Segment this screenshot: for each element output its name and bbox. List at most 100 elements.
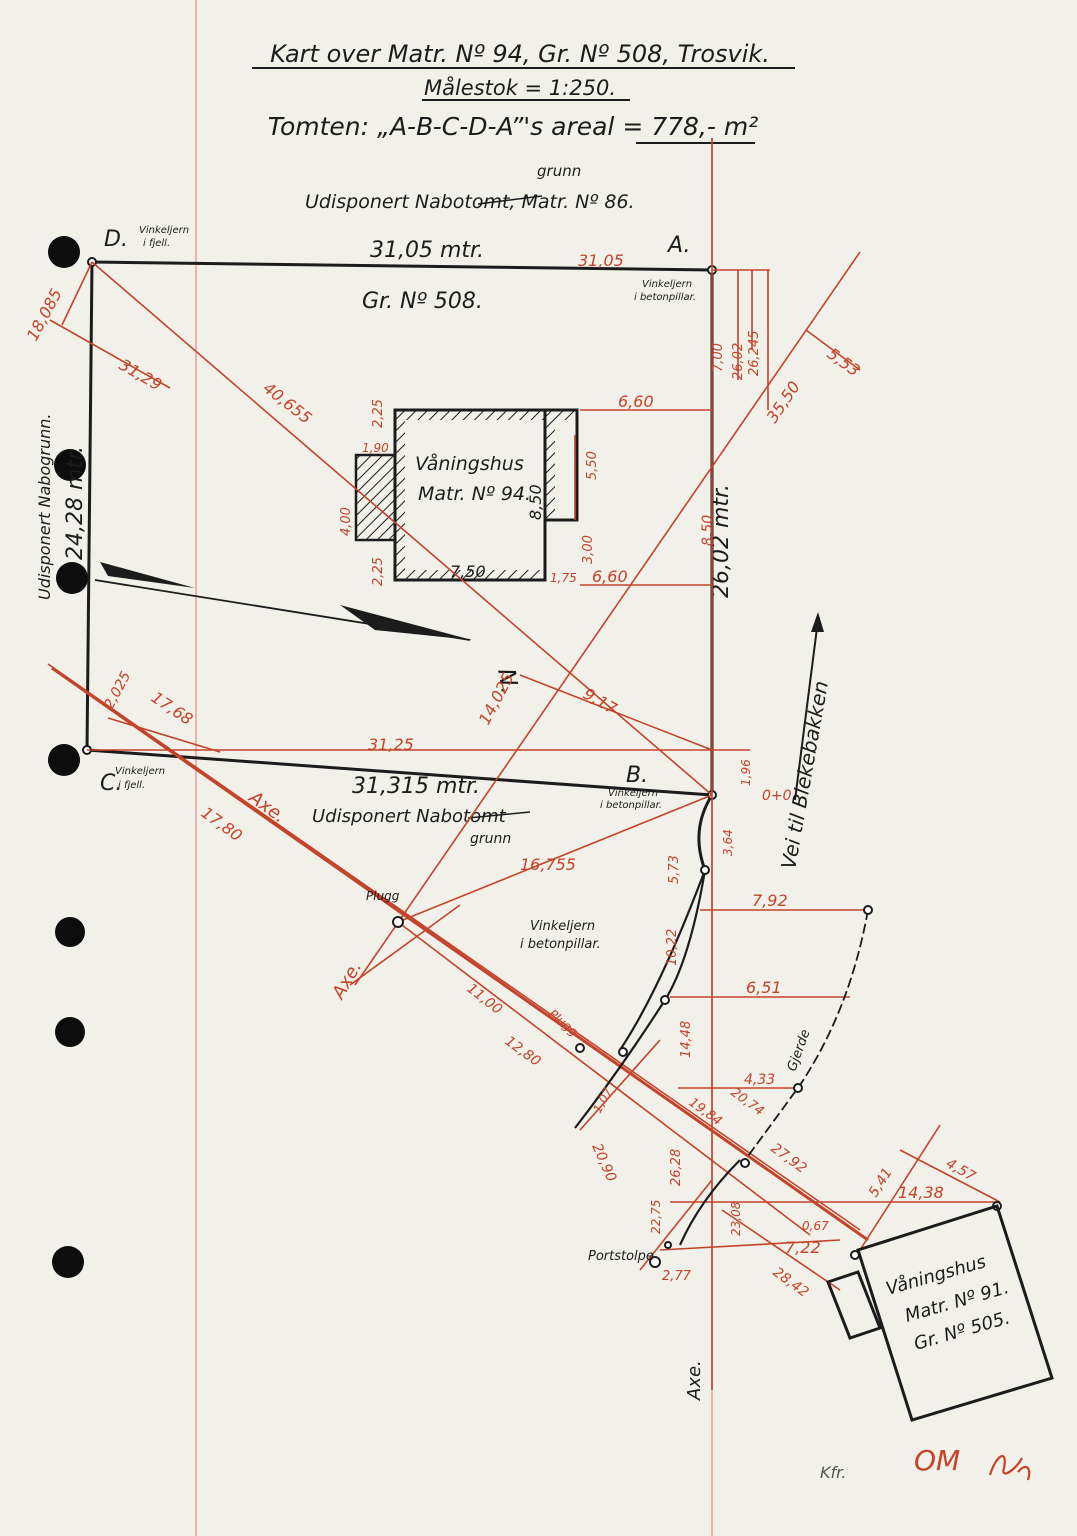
dim-7-00: 7,00	[711, 343, 726, 372]
dim-23-08: 23,08	[729, 1201, 743, 1236]
dim-27-92: 27,92	[768, 1140, 810, 1177]
dim-14-48: 14,48	[679, 1021, 694, 1058]
title-line-1: Kart over Matr. Nº 94, Gr. Nº 508, Trosv…	[270, 40, 770, 68]
corner-A-note-2: i betonpillar.	[634, 292, 696, 303]
footer-initials: OM	[914, 1444, 960, 1477]
dim-1-96: 1,96	[739, 759, 753, 786]
portstolpe-label: Portstolpe	[588, 1249, 654, 1264]
north-arrow-label: N.	[492, 666, 524, 696]
dim-17-80: 17,80	[198, 803, 246, 845]
o-plus-0-label: 0+0	[762, 788, 792, 804]
title-block: Kart over Matr. Nº 94, Gr. Nº 508, Trosv…	[252, 40, 795, 144]
axe-bottom-label: Axe.	[684, 1360, 705, 1401]
dim-20-90: 20,90	[588, 1141, 619, 1184]
dim-2-77: 2,77	[662, 1269, 692, 1284]
parcel-label: Gr. Nº 508.	[362, 289, 483, 314]
dim-40-655: 40,655	[260, 378, 316, 427]
corner-C-note-1: Vinkeljern	[115, 766, 165, 777]
dim-5-53: 5,53	[824, 344, 864, 380]
dim-bottom-length: 31,315 mtr.	[352, 774, 480, 799]
dim-10-22: 10,22	[665, 929, 680, 966]
dim-3-00: 3,00	[581, 535, 596, 564]
dim-2-25-top: 2,25	[371, 399, 386, 428]
road-curve	[574, 869, 741, 1246]
house-94: Våningshus Matr. Nº 94.	[354, 408, 579, 582]
footer-kfr: Kfr.	[820, 1463, 846, 1482]
dim-0-67: 0,67	[802, 1219, 829, 1233]
dim-6-60-bottom: 6,60	[592, 567, 628, 586]
dim-3-64: 3,64	[721, 829, 735, 856]
north-arrow	[94, 562, 472, 641]
north-neighbor-correction: grunn	[537, 162, 581, 180]
footer-signature	[988, 1455, 1031, 1481]
dim-left-length: 24,28 mtr.	[63, 446, 88, 560]
corner-B-note-2: i betonpillar.	[600, 800, 662, 811]
corner-D-note-2: i fjell.	[143, 238, 170, 249]
south-neighbor-label: Udisponert Nabotomt	[312, 806, 507, 827]
title-area: Tomten: „A-B-C-D-A”'s areal = 778,- m²	[268, 112, 758, 141]
dim-1-90: 1,90	[362, 441, 389, 455]
dim-7-92: 7,92	[752, 891, 788, 910]
axe-lower-label: Axe.	[328, 958, 367, 1004]
corner-B-note-1: Vinkeljern	[608, 788, 658, 799]
dim-11-00: 11,00	[464, 981, 506, 1018]
dim-26-28: 26,28	[669, 1149, 684, 1186]
plugg-label: Plugg	[366, 889, 400, 903]
corner-A-note-1: Vinkeljern	[642, 279, 692, 290]
dim-31-25: 31,25	[368, 735, 414, 754]
corner-C-label: C.	[100, 771, 122, 796]
corner-D-note-1: Vinkeljern	[139, 225, 189, 236]
corner-B-label: B.	[626, 763, 648, 788]
axe-left-label: Axe.	[244, 786, 289, 827]
dim-16-755: 16,755	[520, 855, 576, 874]
dim-right-length: 26,02 mtr.	[709, 484, 734, 598]
dim-14-38: 14,38	[898, 1183, 944, 1202]
north-neighbor-label: Udisponert Nabotomt, Matr. Nº 86.	[305, 191, 635, 213]
dim-22-75: 22,75	[649, 1200, 663, 1234]
axis-line	[51, 666, 869, 1242]
south-neighbor-correction: grunn	[470, 831, 511, 847]
dim-6-60-top: 6,60	[618, 392, 654, 411]
dim-26-245: 26,245	[747, 331, 762, 377]
west-neighbor-label: Udisponert Nabogrunn.	[35, 414, 54, 600]
dim-d-top: 31,05	[578, 251, 624, 270]
house-94-name: Våningshus	[415, 452, 524, 475]
dim-17-68: 17,68	[148, 688, 197, 729]
dim-12-80: 12,80	[502, 1033, 544, 1070]
gjerde-label: Gjerde	[785, 1028, 814, 1074]
house-94-depth: 8,50	[526, 484, 545, 520]
dim-8-50: 8,50	[700, 515, 716, 546]
road-arrow	[794, 619, 819, 801]
dim-7-22: 7,22	[785, 1238, 821, 1257]
survey-points	[392, 865, 1002, 1268]
dim-18-085: 18,085	[23, 286, 66, 344]
road-label: Vei til Blekebakken	[776, 679, 833, 871]
dim-1-07: 1,07	[590, 1085, 615, 1115]
fence-line	[744, 909, 869, 1161]
dim-20-74: 20,74	[728, 1085, 767, 1119]
dim-top-length: 31,05 mtr.	[370, 238, 484, 263]
dim-5-73: 5,73	[667, 855, 682, 884]
corner-C-note-2: i fjell.	[118, 780, 145, 791]
dim-9-17: 9,17	[580, 684, 621, 719]
corner-D-label: D.	[104, 227, 128, 252]
dim-28-42: 28,42	[770, 1264, 812, 1301]
dim-2-25-bottom: 2,25	[371, 557, 386, 586]
dim-1-75: 1,75	[550, 571, 577, 585]
dim-6-51: 6,51	[746, 978, 782, 997]
dim-26-02: 26,02	[731, 343, 746, 380]
dim-5-50: 5,50	[585, 451, 600, 480]
vinkeljern-note-1: Vinkeljern	[530, 919, 595, 934]
house-94-width: 7,50	[450, 562, 486, 581]
binder-holes	[48, 236, 88, 1278]
dim-4-00: 4,00	[339, 507, 354, 536]
dim-4-33: 4,33	[744, 1072, 775, 1088]
house-94-matr: Matr. Nº 94.	[418, 483, 531, 505]
dim-5-41: 5,41	[866, 1165, 896, 1200]
house-91	[826, 1204, 1054, 1422]
dim-14-025: 14,025	[475, 670, 518, 728]
corner-A-label: A.	[666, 233, 690, 258]
dim-2-025: 2,025	[101, 669, 134, 712]
